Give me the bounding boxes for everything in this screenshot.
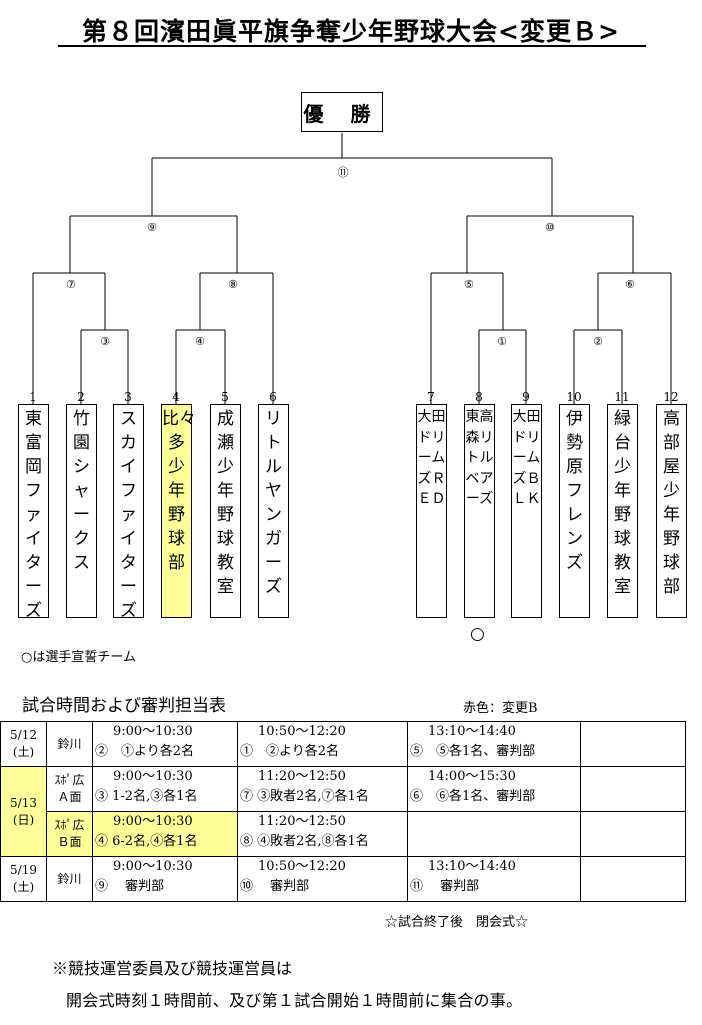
team-box-2: 竹園シャークス — [66, 404, 97, 618]
match-label-10: ⑩ — [545, 221, 555, 234]
place-cell: ｽﾎﾟ広 Ａ面 — [46, 766, 93, 812]
closing-ceremony-note: ☆試合終了後 閉会式☆ — [385, 915, 529, 930]
empty-cell — [407, 811, 581, 857]
team-number: 3 — [124, 390, 132, 404]
notice-line-1: ※競技運営委員及び競技運営員は — [52, 959, 293, 978]
match-label-9: ⑨ — [147, 221, 157, 234]
empty-cell — [580, 766, 686, 812]
tournament-bracket — [32, 133, 672, 404]
team-box-12: 高部屋少年野球部 — [656, 404, 687, 618]
schedule-title: 試合時間および審判担当表 — [22, 696, 226, 716]
team-number: 12 — [663, 390, 679, 404]
date-cell: 5/13 (日) — [0, 766, 47, 857]
date-cell: 5/12 (土) — [0, 721, 47, 767]
team-number: 6 — [269, 390, 277, 404]
team-box-5: 成瀬少年野球教室 — [210, 404, 241, 618]
match-label-11: ⑪ — [337, 166, 349, 179]
team-box-4: 比々多少年野球部 — [161, 404, 196, 618]
match-label-2: ② — [593, 335, 603, 348]
title-underline — [58, 45, 646, 47]
place-cell: ｽﾎﾟ広 Ｂ面 — [46, 811, 93, 857]
team-number: 8 — [475, 390, 483, 404]
match-label-4: ④ — [195, 335, 205, 348]
team-box-11: 緑台少年野球教室 — [607, 404, 638, 618]
team-box-8: 東高森リトルベアーズ — [464, 404, 495, 618]
match-label-7: ⑦ — [66, 278, 76, 291]
match-label-8: ⑧ — [228, 278, 238, 291]
team-box-1: 東富岡ファイターズ — [18, 404, 49, 621]
page-title: 第８回濱田眞平旗争奪少年野球大会<変更Ｂ> — [82, 17, 620, 46]
team-box-3: スカイファイターズ — [113, 404, 144, 621]
champion-box: 優 勝 — [301, 92, 383, 132]
team-box-9: 大田ドリームズＢＬＫ — [511, 404, 542, 618]
change-note: 赤色：変更B — [463, 701, 538, 716]
empty-cell — [580, 811, 686, 857]
date-cell: 5/19 (土) — [0, 856, 47, 902]
empty-cell — [580, 856, 686, 902]
match-label-1: ① — [497, 335, 507, 348]
team-number: 11 — [614, 390, 630, 404]
team-number: 7 — [427, 390, 435, 404]
team-number: 4 — [172, 390, 180, 404]
match-label-5: ⑤ — [464, 278, 474, 291]
oath-note: ○は選手宣誓チーム — [21, 650, 136, 665]
team-box-7: 大田ドリームズＲＥＤ — [416, 404, 447, 618]
empty-cell — [580, 721, 686, 767]
match-label-3: ③ — [100, 335, 110, 348]
team-number: 1 — [29, 390, 37, 404]
team-number: 2 — [77, 390, 85, 404]
team-number: 5 — [221, 390, 229, 404]
team-number: 10 — [566, 390, 582, 404]
notice-line-2: 開会式時刻１時間前、及び第１試合開始１時間前に集合の事。 — [66, 991, 523, 1010]
place-cell: 鈴川 — [46, 856, 93, 902]
team-box-6: リトルヤンガーズ — [258, 404, 289, 618]
team-box-10: 伊勢原フレンズ — [559, 404, 590, 618]
place-cell: 鈴川 — [46, 721, 93, 767]
match-label-6: ⑥ — [625, 278, 635, 291]
team-number: 9 — [522, 390, 530, 404]
oath-team-marker: ○ — [470, 624, 485, 644]
